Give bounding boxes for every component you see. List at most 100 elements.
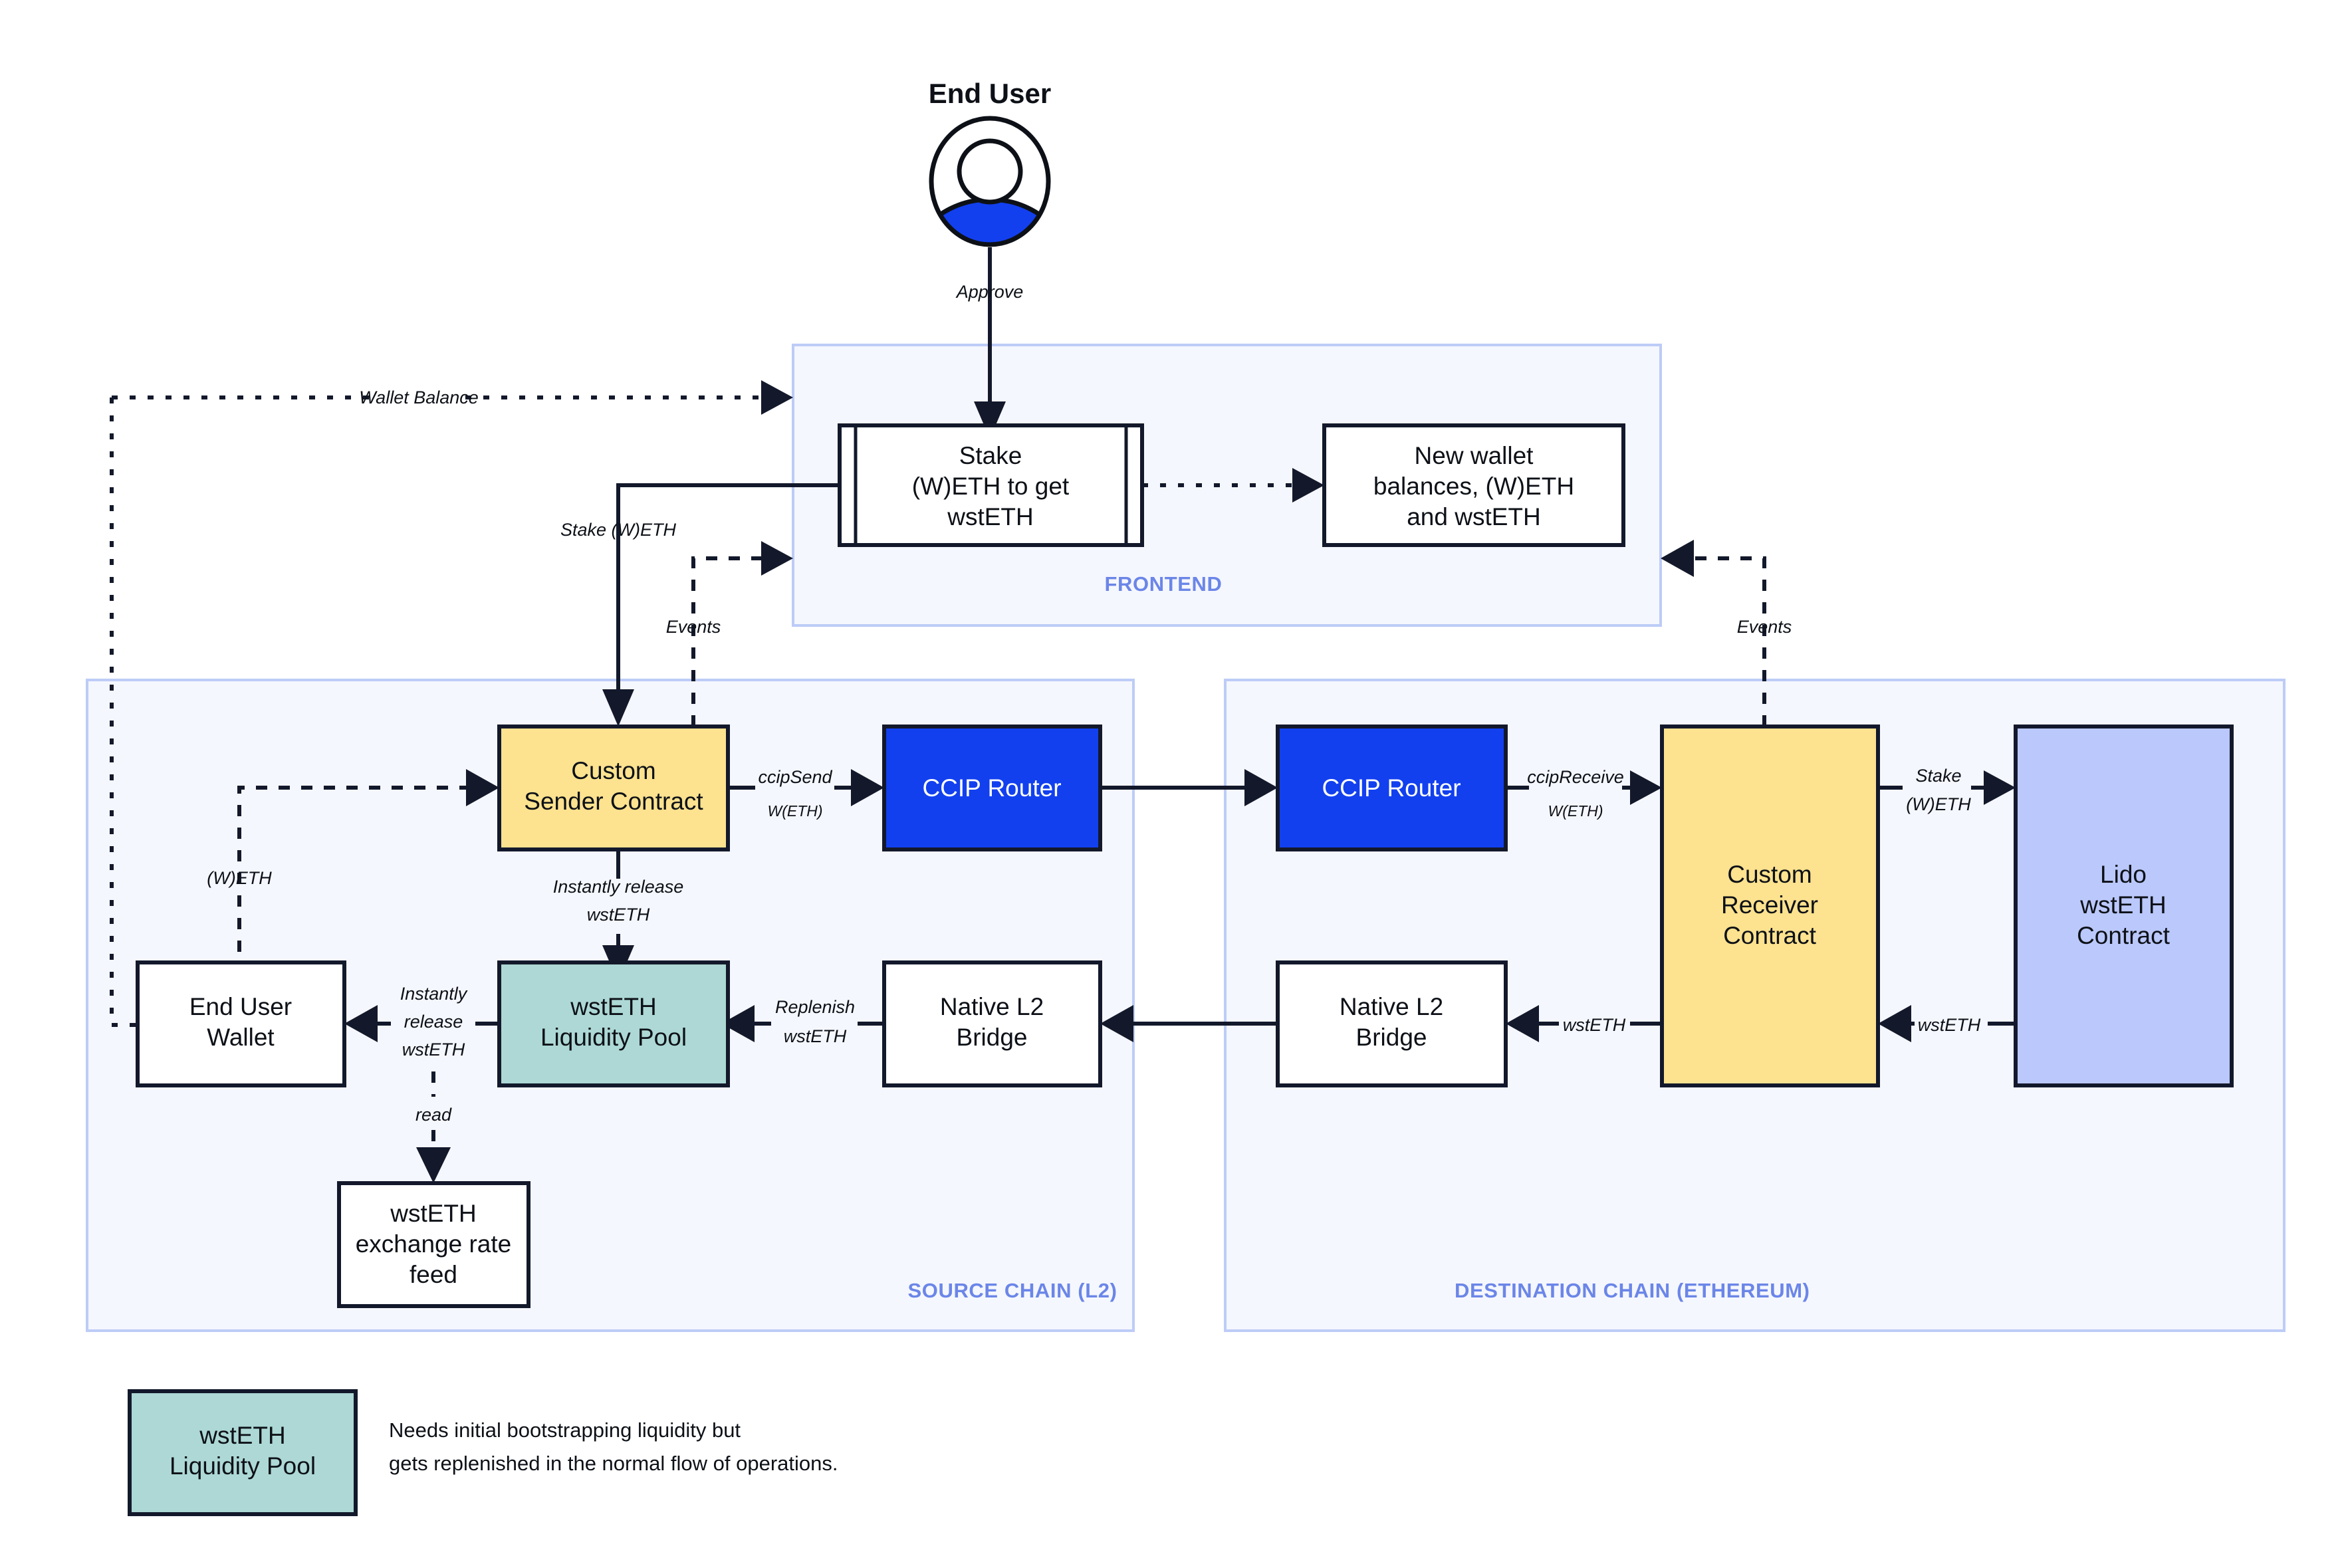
edge-label-ccip-receive-sub: W(ETH) bbox=[1548, 802, 1603, 820]
node-stake-form-line3: wstETH bbox=[947, 503, 1034, 530]
edge-router-to-router bbox=[1100, 769, 1278, 806]
node-router-dst-box bbox=[1276, 725, 1508, 851]
edge-label-events-left: Events bbox=[666, 617, 721, 637]
edge-label-replenish-1: Replenish bbox=[775, 997, 855, 1017]
edge-label-read: read bbox=[415, 1105, 452, 1125]
arrowhead-wsteth-lido bbox=[1878, 1005, 1911, 1042]
edge-stake-weth: Stake (W)ETH bbox=[560, 483, 840, 727]
arrowhead-ccip-send bbox=[851, 769, 884, 806]
arrowhead-router-to-router bbox=[1244, 769, 1278, 806]
edge-label-ccip-receive: ccipReceive bbox=[1527, 767, 1624, 787]
arrowhead-events-right bbox=[1661, 540, 1694, 577]
node-stake-form-line1: Stake bbox=[959, 442, 1022, 469]
node-bridge-src-line1: Native L2 bbox=[940, 993, 1044, 1020]
edge-label-stake-weth: Stake (W)ETH bbox=[560, 520, 677, 540]
edge-ccip-send: ccipSend W(ETH) bbox=[728, 767, 884, 820]
node-rate-feed-line1: wstETH bbox=[390, 1200, 477, 1227]
node-bridge-src-line2: Bridge bbox=[957, 1024, 1028, 1051]
edge-approve: Approve bbox=[955, 247, 1024, 439]
arrowhead-read bbox=[416, 1147, 451, 1183]
edge-wsteth-lido-to-receiver: wstETH bbox=[1878, 1005, 2016, 1042]
node-sender-line1: Custom bbox=[571, 757, 655, 784]
edge-stake-to-balances bbox=[1142, 468, 1324, 503]
edge-label-events-right: Events bbox=[1737, 617, 1792, 637]
legend-note-line2: gets replenished in the normal flow of o… bbox=[389, 1452, 838, 1475]
node-lido-line3: Contract bbox=[2077, 922, 2171, 949]
node-end-user-wallet[interactable]: End User Wallet bbox=[136, 960, 346, 1087]
edge-instantly-release-pool: Instantly release wstETH bbox=[553, 849, 684, 982]
edge-events-right: Events bbox=[1661, 540, 1792, 727]
node-new-balances-line2: balances, (W)ETH bbox=[1373, 473, 1574, 500]
node-custom-receiver-contract[interactable]: Custom Receiver Contract bbox=[1660, 725, 1880, 1087]
edge-label-instantly-release-1: Instantly release bbox=[553, 877, 684, 897]
arrowhead-stake-lido bbox=[1984, 770, 2016, 805]
node-bridge-dst-line2: Bridge bbox=[1356, 1024, 1427, 1051]
node-rate-feed-line2: exchange rate bbox=[356, 1230, 512, 1258]
node-pool-line1: wstETH bbox=[570, 993, 657, 1020]
user-avatar-icon bbox=[929, 116, 1051, 247]
node-lido-line1: Lido bbox=[2100, 861, 2147, 888]
edge-label-weth: (W)ETH bbox=[207, 868, 272, 888]
edge-label-stake-lido-2: (W)ETH bbox=[1906, 794, 1971, 814]
node-new-balances-box bbox=[1322, 423, 1625, 547]
node-sender-line2: Sender Contract bbox=[524, 788, 703, 815]
arrowhead-events-left bbox=[761, 541, 793, 576]
node-receiver-box bbox=[1660, 725, 1880, 1087]
edge-ccip-receive: ccipReceive W(ETH) bbox=[1506, 767, 1662, 820]
zone-source-label: SOURCE CHAIN (L2) bbox=[907, 1279, 1117, 1302]
arrowhead-ccip-receive bbox=[1630, 770, 1662, 805]
node-pool-box bbox=[497, 960, 730, 1087]
arrowhead-approve bbox=[974, 401, 1006, 439]
edge-instantly-release-wallet: Instantly release wstETH bbox=[344, 984, 499, 1060]
edge-wsteth-receiver-to-bridge: wstETH bbox=[1506, 1005, 1662, 1042]
edge-label-release-wallet-2: release bbox=[404, 1012, 463, 1032]
end-user-actor[interactable]: End User bbox=[904, 78, 1076, 266]
node-sender-box bbox=[497, 725, 730, 851]
edge-label-ccip-send-sub: W(ETH) bbox=[767, 802, 822, 820]
legend-swatch-line1: wstETH bbox=[199, 1422, 286, 1449]
node-rate-feed-line3: feed bbox=[410, 1261, 457, 1288]
arrowhead-stake-weth bbox=[602, 689, 634, 727]
edge-label-instantly-release-2: wstETH bbox=[587, 905, 650, 925]
node-ccip-router-source[interactable]: CCIP Router bbox=[882, 725, 1102, 851]
node-wsteth-rate-feed[interactable]: wstETH exchange rate feed bbox=[337, 1181, 530, 1308]
node-lido-box bbox=[2014, 725, 2234, 1087]
legend: wstETH Liquidity Pool Needs initial boot… bbox=[128, 1389, 838, 1516]
node-native-l2-bridge-source[interactable]: Native L2 Bridge bbox=[882, 960, 1102, 1087]
legend-swatch-line2: Liquidity Pool bbox=[170, 1452, 316, 1480]
arrowhead-wallet-balance bbox=[761, 380, 793, 415]
node-new-balances-line3: and wstETH bbox=[1407, 503, 1541, 530]
node-ccip-router-destination[interactable]: CCIP Router bbox=[1276, 725, 1508, 851]
arrowhead-replenish bbox=[721, 1005, 755, 1042]
edge-label-wsteth-lido: wstETH bbox=[1918, 1015, 1981, 1035]
node-wsteth-liquidity-pool[interactable]: wstETH Liquidity Pool bbox=[497, 960, 730, 1087]
edge-label-ccip-send: ccipSend bbox=[758, 767, 832, 787]
edge-label-approve: Approve bbox=[955, 282, 1024, 302]
edge-label-release-wallet-1: Instantly bbox=[400, 984, 468, 1004]
node-pool-line2: Liquidity Pool bbox=[540, 1024, 687, 1051]
node-receiver-line1: Custom bbox=[1727, 861, 1812, 888]
node-new-balances[interactable]: New wallet balances, (W)ETH and wstETH bbox=[1322, 423, 1625, 547]
arrowhead-weth-sender bbox=[466, 769, 499, 806]
node-wallet-box bbox=[136, 960, 346, 1087]
node-stake-form[interactable]: Stake (W)ETH to get wstETH bbox=[838, 423, 1144, 547]
node-rate-feed-box bbox=[337, 1181, 530, 1308]
edge-weth-wallet-to-sender: (W)ETH bbox=[207, 769, 499, 997]
arrowhead-release-wallet bbox=[344, 1005, 378, 1042]
arrowhead-new-balances bbox=[1292, 468, 1324, 503]
node-native-l2-bridge-destination[interactable]: Native L2 Bridge bbox=[1276, 960, 1508, 1087]
zone-destination-label: DESTINATION CHAIN (ETHEREUM) bbox=[1455, 1279, 1810, 1302]
edge-bridge-to-bridge bbox=[1100, 1005, 1278, 1042]
node-stake-form-box bbox=[838, 423, 1144, 547]
node-new-balances-line1: New wallet bbox=[1415, 442, 1534, 469]
node-receiver-line2: Receiver bbox=[1721, 891, 1818, 919]
node-stake-form-line2: (W)ETH to get bbox=[912, 473, 1070, 500]
node-lido-wsteth-contract[interactable]: Lido wstETH Contract bbox=[2014, 725, 2234, 1087]
node-router-src-label: CCIP Router bbox=[922, 774, 1061, 802]
edge-events-left: Events bbox=[666, 541, 793, 727]
node-custom-sender-contract[interactable]: Custom Sender Contract bbox=[497, 725, 730, 851]
node-receiver-line3: Contract bbox=[1723, 922, 1817, 949]
legend-swatch bbox=[128, 1389, 358, 1516]
